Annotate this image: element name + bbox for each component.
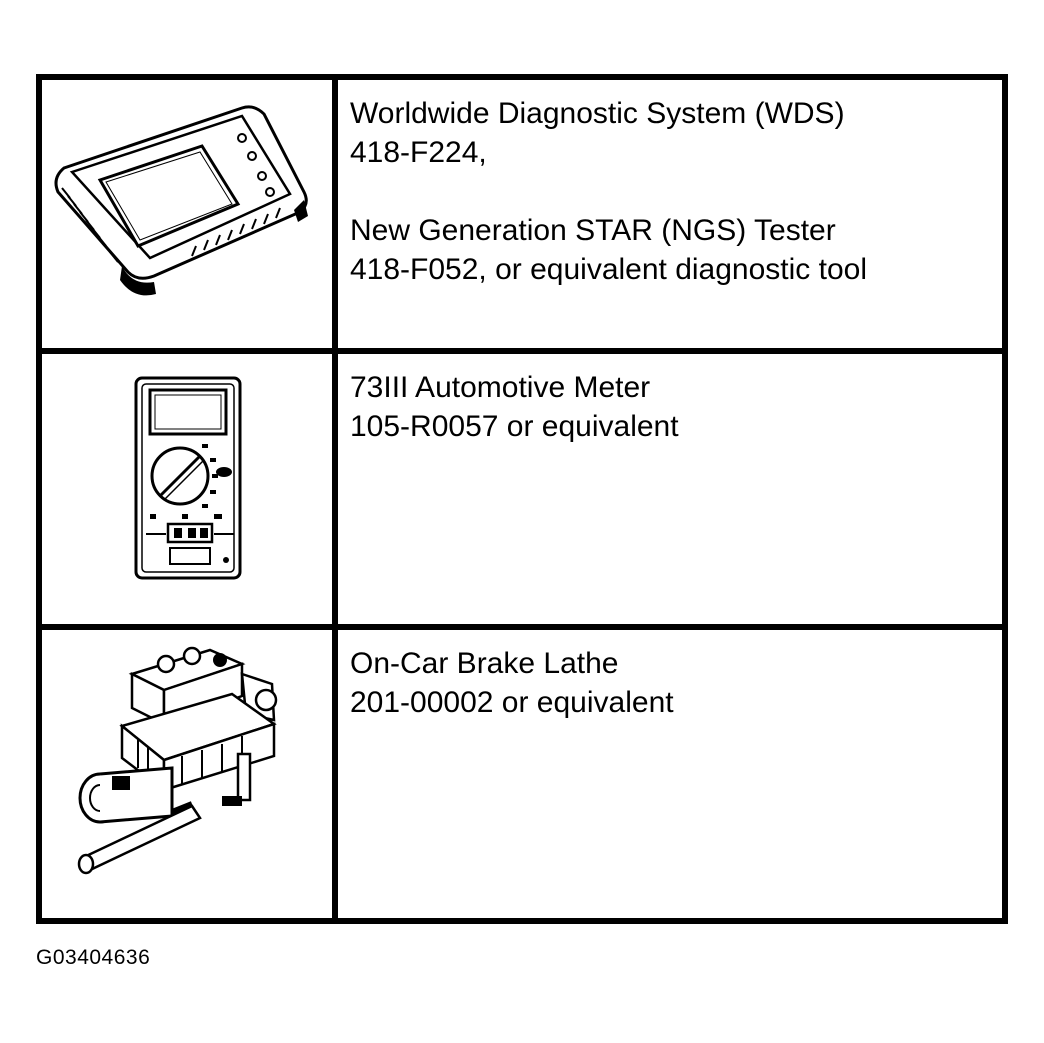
tool-image-cell (42, 80, 338, 354)
tool-line: 201-00002 or equivalent (350, 686, 674, 719)
brake-lathe-icon (77, 646, 278, 875)
tool-description: On-Car Brake Lathe 201-00002 or equivale… (338, 630, 1002, 918)
diagnostic-tablet-icon (54, 105, 308, 296)
tool-line: 418-F052, or equivalent diagnostic tool (350, 253, 868, 286)
tool-line: Worldwide Diagnostic System (WDS) (350, 97, 845, 130)
tool-line: New Generation STAR (NGS) Tester (350, 214, 836, 247)
figure-id: G03404636 (36, 946, 151, 969)
tool-description: 73III Automotive Meter 105-R0057 or equi… (338, 354, 1002, 630)
tool-line: On-Car Brake Lathe (350, 647, 619, 680)
special-tools-table: Worldwide Diagnostic System (WDS) 418-F2… (36, 74, 1008, 924)
tool-image-cell (42, 354, 338, 630)
multimeter-icon (134, 376, 242, 580)
tool-image-cell (42, 630, 338, 918)
line-spacer (350, 172, 1002, 211)
tool-description: Worldwide Diagnostic System (WDS) 418-F2… (338, 80, 1002, 354)
tool-line: 73III Automotive Meter (350, 371, 651, 404)
tool-line: 105-R0057 or equivalent (350, 410, 679, 443)
tool-line: 418-F224, (350, 136, 487, 169)
